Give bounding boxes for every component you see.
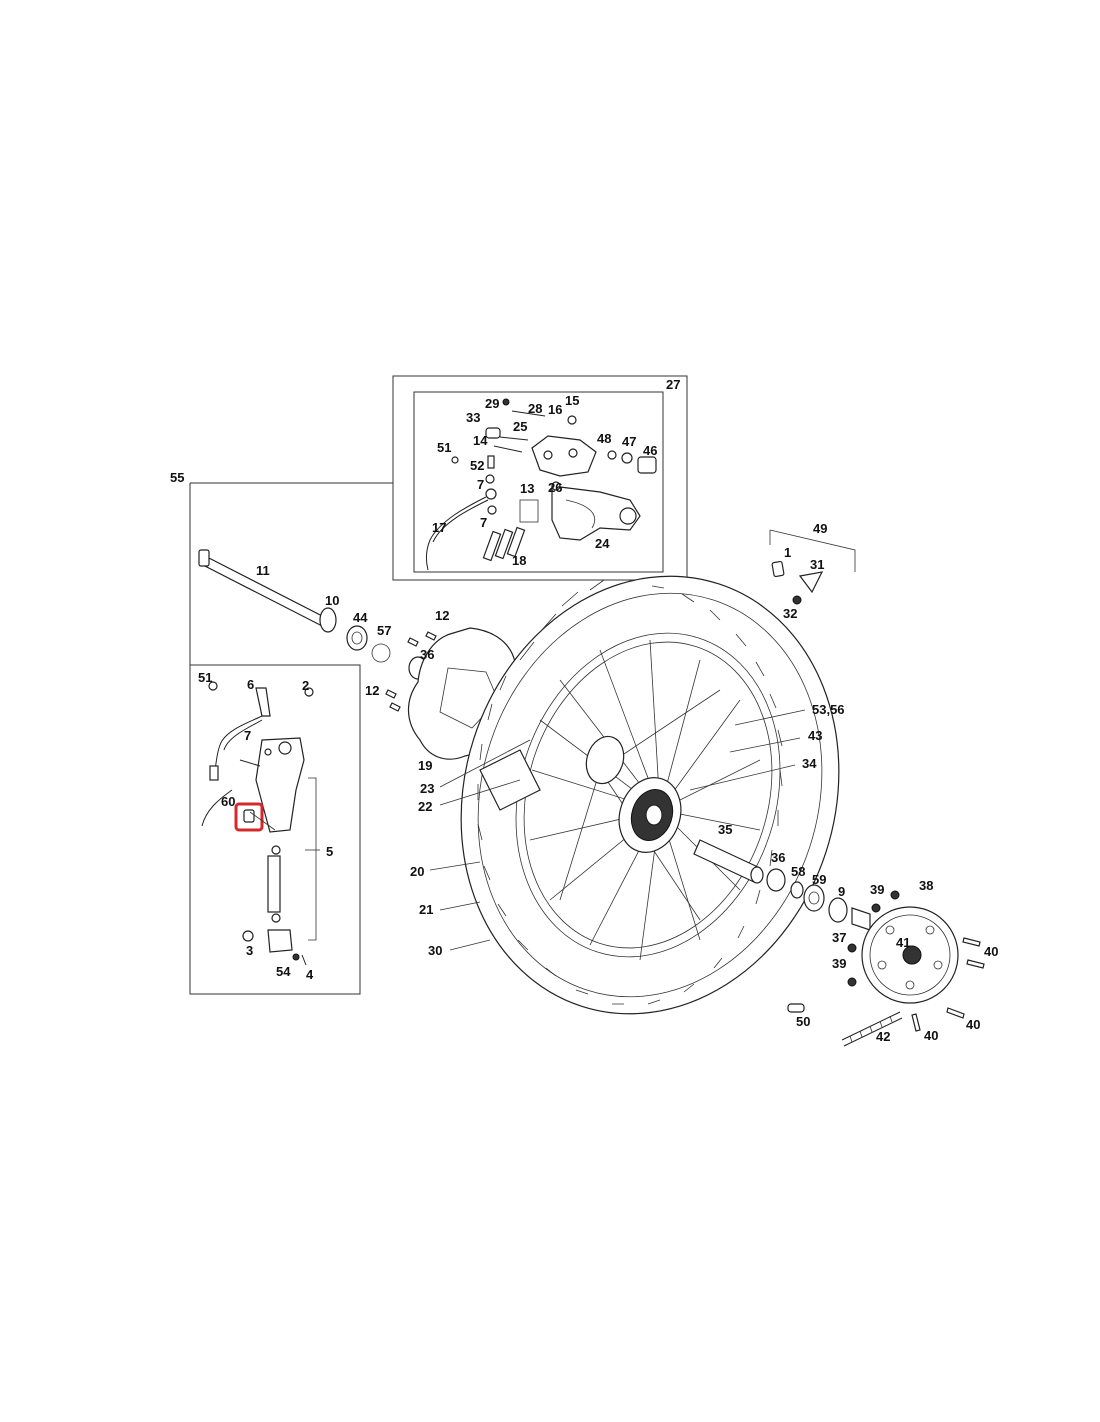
label-12-top: 12 [435, 608, 449, 623]
leader-lines [249, 709, 806, 951]
label-49: 49 [813, 521, 827, 536]
label-59: 59 [812, 872, 826, 887]
label-34: 34 [802, 756, 817, 771]
label-37: 37 [832, 930, 846, 945]
label-13: 13 [520, 481, 534, 496]
label-32: 32 [783, 606, 797, 621]
label-50: 50 [796, 1014, 810, 1029]
rear-wheel [460, 575, 840, 1015]
label-24: 24 [595, 536, 610, 551]
label-30: 30 [428, 943, 442, 958]
highlight-box-part-60 [234, 802, 264, 832]
label-33: 33 [466, 410, 480, 425]
label-11: 11 [256, 563, 270, 578]
label-31: 31 [810, 557, 824, 572]
label-4: 4 [306, 967, 314, 982]
label-18: 18 [512, 553, 526, 568]
label-2: 2 [302, 678, 309, 693]
label-12-bottom: 12 [365, 683, 379, 698]
label-1: 1 [784, 545, 791, 560]
brake-master-cylinder [201, 681, 317, 966]
label-40-bottom: 40 [924, 1028, 938, 1043]
label-55: 55 [170, 470, 184, 485]
label-43: 43 [808, 728, 822, 743]
label-3: 3 [246, 943, 253, 958]
label-10: 10 [325, 593, 339, 608]
bracket-49 [769, 529, 856, 572]
part-labels: 27 29 28 16 15 33 25 14 48 47 46 51 52 7… [170, 377, 998, 1044]
label-23: 23 [420, 781, 434, 796]
label-21: 21 [419, 902, 433, 917]
label-38: 38 [919, 878, 933, 893]
label-9: 9 [838, 884, 845, 899]
label-25: 25 [513, 419, 527, 434]
brake-caliper-assembly [425, 398, 657, 571]
label-36-spacer: 36 [771, 850, 785, 865]
label-41: 41 [896, 935, 910, 950]
label-28: 28 [528, 401, 542, 416]
label-6: 6 [247, 677, 254, 692]
label-17: 17 [432, 520, 446, 535]
sprocket-assembly [693, 839, 985, 1047]
label-46: 46 [643, 443, 657, 458]
frame-group-55 [189, 482, 393, 995]
label-44: 44 [353, 610, 368, 625]
label-14: 14 [473, 433, 488, 448]
label-53-56: 53,56 [812, 702, 845, 717]
axle-assembly [198, 549, 437, 712]
chain-adjuster [771, 560, 824, 605]
label-35: 35 [718, 822, 732, 837]
label-40-right-top: 40 [984, 944, 998, 959]
label-60: 60 [221, 794, 235, 809]
label-26: 26 [548, 480, 562, 495]
label-48: 48 [597, 431, 611, 446]
label-57: 57 [377, 623, 391, 638]
label-19: 19 [418, 758, 432, 773]
label-58: 58 [791, 864, 805, 879]
label-16: 16 [548, 402, 562, 417]
label-7-caliper-top: 7 [477, 477, 484, 492]
label-51-caliper: 51 [437, 440, 451, 455]
label-36-hub: 36 [420, 647, 434, 662]
label-15: 15 [565, 393, 579, 408]
label-40-right-bottom: 40 [966, 1017, 980, 1032]
label-7-master: 7 [244, 728, 251, 743]
label-47: 47 [622, 434, 636, 449]
label-42: 42 [876, 1029, 890, 1044]
label-27: 27 [666, 377, 680, 392]
label-54: 54 [276, 964, 291, 979]
label-5: 5 [326, 844, 333, 859]
label-39-bottom: 39 [832, 956, 846, 971]
label-51-master: 51 [198, 670, 212, 685]
outer-frame-group-27 [392, 375, 688, 581]
label-52: 52 [470, 458, 484, 473]
label-39-top: 39 [870, 882, 884, 897]
label-22: 22 [418, 799, 432, 814]
label-29: 29 [485, 396, 499, 411]
label-20: 20 [410, 864, 424, 879]
label-7-caliper-bottom: 7 [480, 515, 487, 530]
